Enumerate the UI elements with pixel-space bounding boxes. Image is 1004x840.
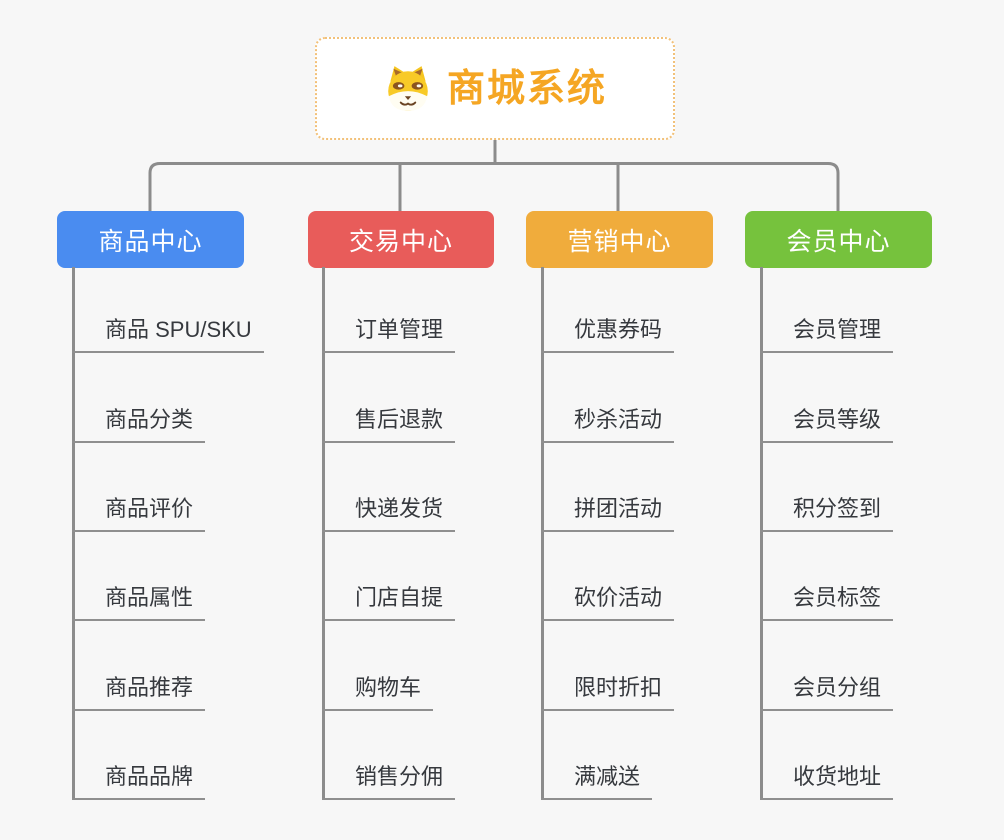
leaf-node[interactable]: 门店自提 <box>322 585 456 621</box>
leaf-node[interactable]: 会员分组 <box>760 675 894 711</box>
leaf-node[interactable]: 商品品牌 <box>72 764 206 800</box>
branch-product-center[interactable]: 商品中心 <box>57 211 244 268</box>
leaf-node[interactable]: 积分签到 <box>760 496 894 532</box>
leaf-node[interactable]: 会员管理 <box>760 317 894 353</box>
leaf-node[interactable]: 售后退款 <box>322 407 456 443</box>
root-title: 商城系统 <box>446 67 607 110</box>
branch-connector-line <box>760 267 763 800</box>
leaf-node[interactable]: 商品推荐 <box>72 675 206 711</box>
leaf-node[interactable]: 快递发货 <box>322 496 456 532</box>
leaf-node[interactable]: 商品分类 <box>72 407 206 443</box>
leaf-node[interactable]: 优惠券码 <box>541 317 675 353</box>
leaf-node[interactable]: 秒杀活动 <box>541 407 675 443</box>
branch-trade-center[interactable]: 交易中心 <box>308 211 494 268</box>
branch-connector-line <box>541 267 544 800</box>
leaf-node[interactable]: 商品属性 <box>72 585 206 621</box>
leaf-node[interactable]: 会员标签 <box>760 585 894 621</box>
leaf-node[interactable]: 商品 SPU/SKU <box>72 317 264 353</box>
leaf-node[interactable]: 商品评价 <box>72 496 206 532</box>
leaf-node[interactable]: 会员等级 <box>760 407 894 443</box>
leaf-node[interactable]: 收货地址 <box>760 764 894 800</box>
branch-connector-line <box>322 267 325 800</box>
leaf-node[interactable]: 购物车 <box>322 675 434 711</box>
leaf-node[interactable]: 限时折扣 <box>541 675 675 711</box>
branch-marketing-center[interactable]: 营销中心 <box>526 211 713 268</box>
connector-group <box>148 140 840 211</box>
leaf-node[interactable]: 销售分佣 <box>322 764 456 800</box>
branch-member-center[interactable]: 会员中心 <box>745 211 932 268</box>
leaf-node[interactable]: 拼团活动 <box>541 496 675 532</box>
leaf-node[interactable]: 满减送 <box>541 764 653 800</box>
leaf-node[interactable]: 订单管理 <box>322 317 456 353</box>
dog-face-icon <box>383 65 433 113</box>
branch-connector-line <box>72 267 75 800</box>
leaf-node[interactable]: 砍价活动 <box>541 585 675 621</box>
bus-line <box>148 162 840 211</box>
root-node[interactable]: 商城系统 <box>315 37 675 140</box>
